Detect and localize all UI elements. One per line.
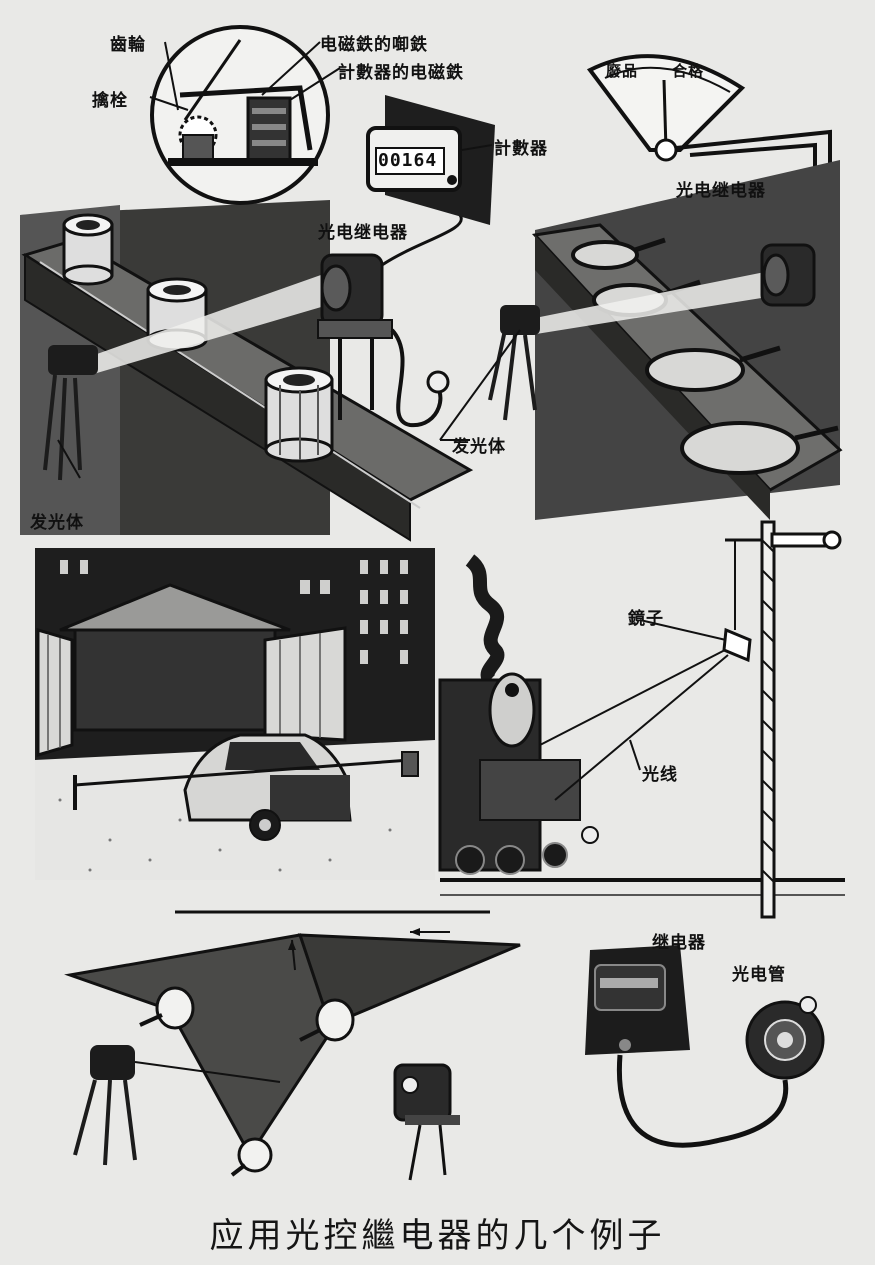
relay-and-phototube xyxy=(585,945,825,1148)
label-light-ray: 光线 xyxy=(642,765,678,785)
label-photo-relay-right: 光电继电器 xyxy=(676,181,766,201)
label-ratchet: 齒輪 xyxy=(110,35,146,55)
counter-mechanism-inset xyxy=(150,25,330,205)
label-emitter-right: 发光体 xyxy=(452,437,506,457)
photo-detector-bottom xyxy=(393,1063,460,1181)
label-phototube: 光电管 xyxy=(732,965,786,985)
counter-conveyor-scene xyxy=(20,25,495,542)
counter-device xyxy=(366,95,495,225)
locomotive xyxy=(438,554,599,875)
label-counter-magnet: 計數器的电磁鉄 xyxy=(338,63,464,83)
sorting-scene xyxy=(439,54,843,520)
label-photo-relay-left: 光电继电器 xyxy=(318,223,408,243)
figure-caption: 应用光控繼电器的几个例子 xyxy=(209,1216,666,1256)
label-armature: 电磁鉄的啣鉄 xyxy=(320,35,428,55)
signal-pole xyxy=(722,520,842,919)
gate-and-train-scene xyxy=(35,520,845,919)
counter-display: 00164 xyxy=(378,150,438,171)
photo-relay-left xyxy=(317,214,463,428)
sheet-roller-scene xyxy=(64,928,521,1181)
mirror-shape xyxy=(722,627,752,663)
label-mirror: 鏡子 xyxy=(628,609,664,629)
gauge-label-ok: 合格 xyxy=(672,62,705,80)
label-relay-bottom: 继电器 xyxy=(652,933,706,953)
car xyxy=(183,733,352,841)
label-emitter-left: 发光体 xyxy=(30,513,84,533)
label-counter: 計數器 xyxy=(494,139,548,159)
workpiece-1 xyxy=(62,213,114,286)
workpiece-3 xyxy=(264,366,334,463)
label-pawl: 擒栓 xyxy=(92,91,128,111)
light-emitter-bottom xyxy=(73,1045,281,1166)
light-emitter-right xyxy=(488,305,540,421)
light-emitter-left xyxy=(43,345,98,481)
gauge-label-reject: 廢品 xyxy=(606,62,639,80)
photo-relay-right xyxy=(760,243,816,307)
